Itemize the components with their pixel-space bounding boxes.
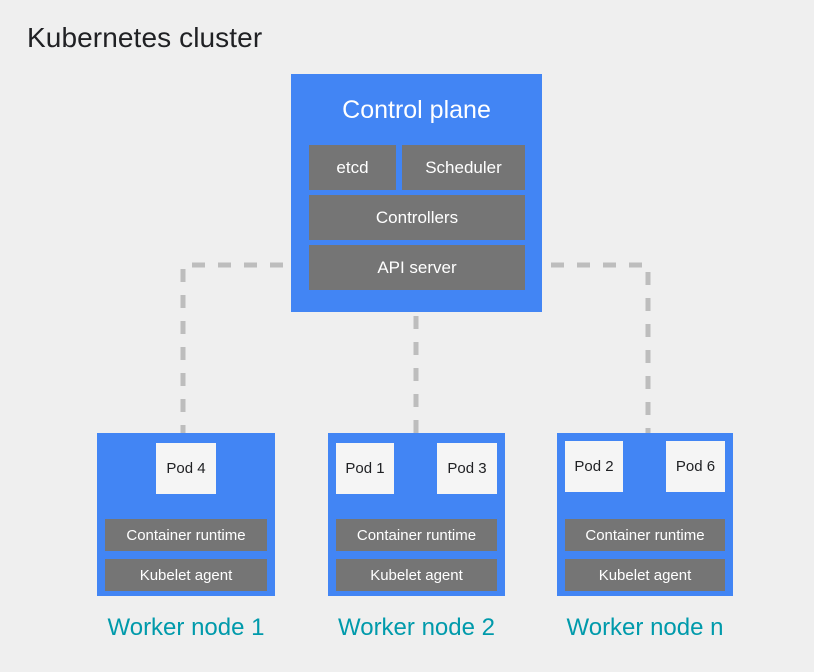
worker-node-2-kubelet-agent[interactable]: Kubelet agent	[336, 559, 497, 591]
connector-to-worker-node-n	[525, 262, 651, 433]
worker-node-2-container-runtime[interactable]: Container runtime	[336, 519, 497, 551]
worker-node-1-container-runtime[interactable]: Container runtime	[105, 519, 267, 551]
worker-node-2-label: Worker node 2	[338, 614, 495, 641]
worker-node-n-pod-2[interactable]: Pod 2	[565, 441, 623, 492]
page-title: Kubernetes cluster	[27, 22, 263, 53]
worker-node-n-pod-6[interactable]: Pod 6	[666, 441, 725, 492]
worker-node-n-container-runtime[interactable]: Container runtime	[565, 519, 725, 551]
worker-node-1-label: Worker node 1	[107, 614, 265, 641]
worker-node-2-pod-1[interactable]: Pod 1	[336, 443, 394, 494]
worker-node-1-pod-4[interactable]: Pod 4	[156, 443, 216, 494]
worker-node-2-pod-3[interactable]: Pod 3	[437, 443, 497, 494]
worker-node-n-label: Worker node n	[566, 614, 724, 641]
worker-node-1-kubelet-agent[interactable]: Kubelet agent	[105, 559, 267, 591]
control-plane-component-scheduler[interactable]: Scheduler	[402, 145, 525, 190]
worker-node-n-kubelet-agent[interactable]: Kubelet agent	[565, 559, 725, 591]
control-plane-component-api-server[interactable]: API server	[309, 245, 525, 290]
control-plane-component-etcd[interactable]: etcd	[309, 145, 396, 190]
control-plane-component-controllers[interactable]: Controllers	[309, 195, 525, 240]
control-plane-title: Control plane	[342, 96, 491, 124]
